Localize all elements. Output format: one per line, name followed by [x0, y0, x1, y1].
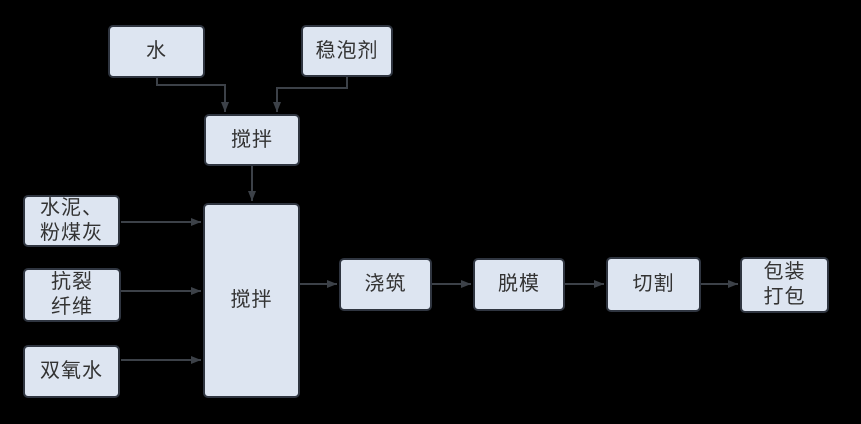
node-hydrogen-peroxide: 双氧水 — [23, 345, 120, 398]
node-packing: 包装 打包 — [740, 257, 829, 313]
node-hydrogen-peroxide-label: 双氧水 — [40, 360, 103, 382]
node-pouring: 浇筑 — [339, 258, 432, 311]
node-anticrack-fiber-label: 抗裂 纤维 — [51, 271, 93, 318]
node-water-label: 水 — [146, 40, 167, 62]
node-premix-stirring: 搅拌 — [204, 114, 300, 166]
node-premix-stirring-label: 搅拌 — [231, 128, 273, 151]
node-main-stirring-label: 搅拌 — [230, 289, 273, 311]
node-water: 水 — [108, 25, 205, 78]
node-demolding: 脱模 — [473, 258, 565, 311]
node-cement-flyash: 水泥、 粉煤灰 — [23, 195, 120, 247]
node-pouring-label: 浇筑 — [364, 273, 407, 295]
node-foam-stabilizer-label: 稳泡剂 — [315, 39, 379, 62]
edge-water-to-premix — [156, 78, 229, 112]
edge-foam-stabilizer-to-premix — [273, 77, 348, 112]
node-demolding-label: 脱模 — [498, 273, 540, 295]
node-cutting-label: 切割 — [632, 273, 675, 295]
node-cement-flyash-label: 水泥、 粉煤灰 — [40, 197, 103, 244]
node-anticrack-fiber: 抗裂 纤维 — [23, 268, 121, 322]
node-main-stirring: 搅拌 — [203, 203, 300, 398]
node-packing-label: 包装 打包 — [763, 261, 806, 308]
node-foam-stabilizer: 稳泡剂 — [301, 25, 393, 77]
node-cutting: 切割 — [606, 257, 701, 312]
